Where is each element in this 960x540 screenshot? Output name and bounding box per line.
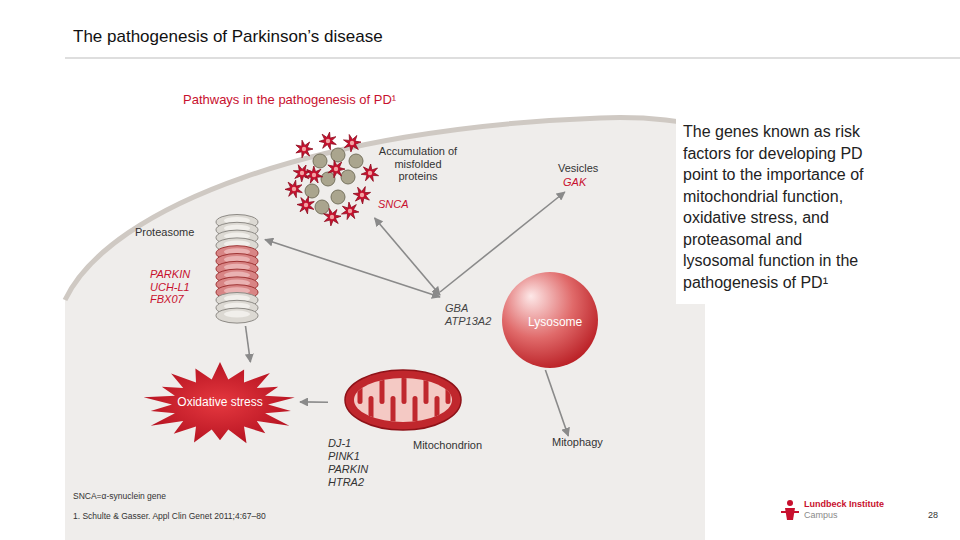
connector-arrow xyxy=(246,326,251,362)
reference: 1. Schulte & Gasser. Appl Clin Genet 201… xyxy=(73,512,266,522)
misfolded-star xyxy=(296,140,313,158)
crista xyxy=(413,396,418,426)
lysosome-sphere: GBA ATP13A2Lysosome xyxy=(440,270,610,370)
misfolded-protein-cluster: Accumulation of misfolded proteinsSNCA xyxy=(290,133,470,218)
gene-name: SNCA xyxy=(378,198,409,211)
connector-arrow xyxy=(545,370,568,436)
protein-ball xyxy=(315,200,329,214)
crista xyxy=(358,374,363,404)
logo-text: Campus xyxy=(804,510,838,520)
misfolded-star xyxy=(344,135,362,152)
organelle-name: Proteasome xyxy=(135,226,194,239)
logo-text: Lundbeck Institute xyxy=(804,499,884,509)
misfolded-star-core xyxy=(350,141,354,145)
logo-icon xyxy=(787,500,793,506)
misfolded-star xyxy=(297,196,314,214)
process-name: Mitophagy xyxy=(552,436,603,449)
misfolded-star-core xyxy=(334,167,338,171)
protein-ball xyxy=(305,184,319,198)
misfolded-star-core xyxy=(312,173,316,177)
organelle-name: Vesicles xyxy=(558,162,598,175)
misfolded-star-core xyxy=(304,203,308,207)
misfolded-star xyxy=(305,166,323,183)
misfolded-star xyxy=(319,132,336,150)
slide-title: The pathogenesis of Parkinson’s disease xyxy=(73,27,383,47)
cluster-label: Accumulation of misfolded proteins xyxy=(374,145,462,183)
misfolded-star xyxy=(342,202,359,219)
misfolded-star xyxy=(353,187,371,204)
process-name: Oxidative stress xyxy=(140,396,300,410)
organelle-name: Lysosome xyxy=(528,316,582,330)
protein-ball xyxy=(349,154,363,168)
misfolded-star-core xyxy=(300,171,304,175)
gene-list: GBA ATP13A2 xyxy=(445,302,500,327)
footnote: SNCA=α-synuclein gene xyxy=(73,492,166,502)
crista xyxy=(424,374,429,404)
mitochondrion-outer xyxy=(345,370,461,430)
protein-ball xyxy=(331,190,345,204)
lysosome-sphere xyxy=(502,272,598,368)
crista xyxy=(369,396,374,426)
proteasome-cylinder: ProteasomePARKIN UCH-L1 FBX07 xyxy=(135,218,265,326)
misfolded-star-core xyxy=(292,187,296,191)
mitochondrion-organelle-art xyxy=(328,368,475,495)
gene-list: PARKIN UCH-L1 FBX07 xyxy=(150,268,205,306)
crista xyxy=(380,374,385,404)
misfolded-star-core xyxy=(326,139,330,143)
crista xyxy=(391,396,396,426)
gene-list: DJ-1 PINK1 PARKIN HTRA2 xyxy=(328,437,378,489)
crista xyxy=(446,374,451,404)
logo-icon xyxy=(785,508,795,520)
misfolded-star xyxy=(361,164,379,181)
mitochondrion-organelle: MitochondrionDJ-1 PINK1 PARKIN HTRA2 xyxy=(328,368,475,495)
title-rule xyxy=(65,58,960,59)
misfolded-star-core xyxy=(368,171,372,175)
connector-arrow xyxy=(375,218,440,295)
crista xyxy=(402,374,407,404)
protein-ball xyxy=(321,172,335,186)
page-number: 28 xyxy=(928,510,938,520)
misfolded-star-core xyxy=(348,209,352,213)
misfolded-star-core xyxy=(302,147,306,151)
organelle-name: Mitochondrion xyxy=(413,439,482,452)
cristae xyxy=(358,374,451,426)
proteasome-ring-highlight xyxy=(224,311,250,318)
misfolded-star xyxy=(324,208,341,226)
protein-ball xyxy=(341,170,355,184)
mitophagy-label: Mitophagy xyxy=(552,436,617,452)
cell-body xyxy=(65,118,705,540)
text-panel xyxy=(676,112,908,304)
connector-arrow xyxy=(265,240,440,297)
misfolded-star-core xyxy=(330,215,334,219)
vesicles-label: VesiclesGAK xyxy=(553,160,615,192)
protein-ball xyxy=(331,148,345,162)
proteasome-ring xyxy=(216,308,258,323)
logo-icon xyxy=(781,511,799,513)
gene-name: GAK xyxy=(563,176,586,189)
misfolded-star-core xyxy=(360,193,364,197)
crista xyxy=(435,396,440,426)
oxidative-stress-burst: Oxidative stress xyxy=(140,362,300,447)
protein-ball xyxy=(313,154,327,168)
misfolded-star xyxy=(328,160,345,178)
misfolded-star xyxy=(285,180,302,198)
summary-note: The genes known as risk factors for deve… xyxy=(683,121,871,293)
connector-arrow xyxy=(300,401,328,403)
subtitle: Pathways in the pathogenesis of PD¹ xyxy=(183,93,396,108)
